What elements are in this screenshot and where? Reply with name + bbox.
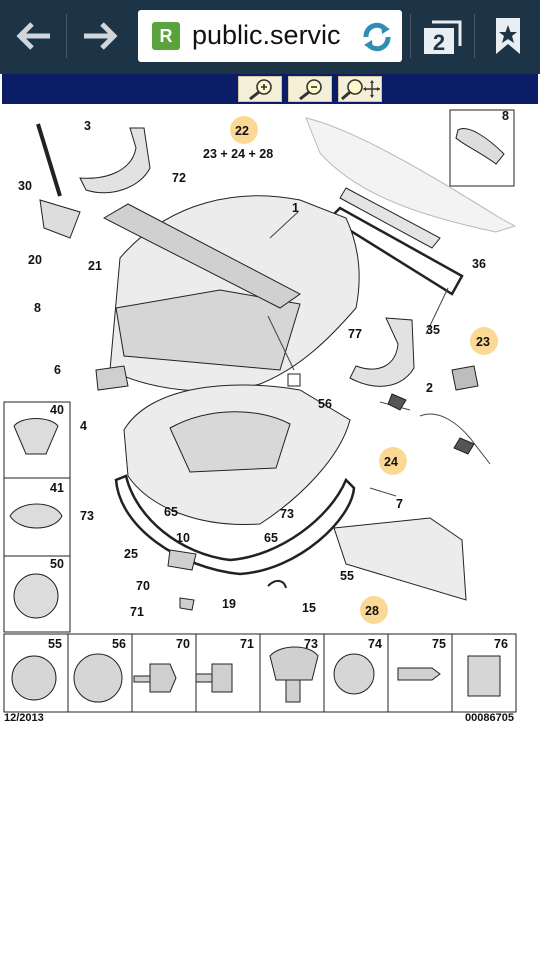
- kit-22-highlight: [230, 116, 258, 144]
- tabs-button[interactable]: 2: [420, 14, 464, 58]
- bottom-part-75: 75: [432, 637, 446, 651]
- diagram-date: 12/2013: [4, 712, 44, 724]
- callout-10: 10: [176, 531, 190, 545]
- reload-icon[interactable]: [358, 18, 396, 56]
- side-part-50: 50: [50, 557, 64, 571]
- bookmark-star-icon: [496, 18, 520, 54]
- spoiler-part: [305, 117, 517, 233]
- callout-4: 4: [80, 419, 87, 433]
- url-bar[interactable]: R public.servic: [138, 10, 402, 62]
- marker-56: [287, 373, 301, 387]
- callout-77: 77: [348, 327, 362, 341]
- side-part-40: 40: [50, 403, 64, 417]
- callout-8: 8: [34, 301, 41, 315]
- bottom-part-55: 55: [48, 637, 62, 651]
- bookmark-button[interactable]: [486, 14, 530, 58]
- callout-71: 71: [130, 605, 144, 619]
- seal-35-part: [328, 206, 464, 296]
- callout-28: 28: [365, 604, 379, 618]
- zoom-out-button[interactable]: [288, 76, 332, 102]
- spoiler-bar-21: [102, 203, 301, 309]
- callout-36: 36: [472, 257, 486, 271]
- callout-24: 24: [384, 455, 398, 469]
- callout-3: 3: [84, 119, 91, 133]
- bracket-36-part: [339, 187, 441, 249]
- back-arrow-icon: [16, 22, 50, 50]
- kit-24-highlight: [379, 447, 407, 475]
- bottom-part-70: 70: [176, 637, 190, 651]
- separator: [66, 14, 67, 58]
- browser-toolbar: R public.servic 2: [0, 0, 540, 74]
- side-part-41: 41: [50, 481, 64, 495]
- callout-2: 2: [426, 381, 433, 395]
- zoom-pan-button[interactable]: [338, 76, 382, 102]
- bottom-part-73: 73: [304, 637, 318, 651]
- callout-1: 1: [292, 201, 299, 215]
- trim-28-part: [333, 517, 467, 601]
- callout-30: 30: [18, 179, 32, 193]
- bottom-part-74: 74: [368, 637, 382, 651]
- url-text[interactable]: public.servic: [192, 20, 341, 50]
- callout-70: 70: [136, 579, 150, 593]
- diagram-ref: 00086705: [465, 712, 514, 724]
- kit-formula: 23 + 24 + 28: [203, 147, 273, 161]
- site-favicon: R: [152, 22, 180, 50]
- callout-56: 56: [318, 397, 332, 411]
- parts-diagram: 22 23 + 24 + 28 3 30 72 1 8 20 21 36 8 3…: [3, 109, 517, 713]
- kit-28-highlight: [360, 596, 388, 624]
- callout-20: 20: [28, 253, 42, 267]
- zoom-in-icon: [249, 79, 272, 100]
- back-button[interactable]: [12, 14, 56, 58]
- forward-button[interactable]: [78, 14, 122, 58]
- callout-25: 25: [124, 547, 138, 561]
- callout-55: 55: [340, 569, 354, 583]
- callout-65b: 65: [264, 531, 278, 545]
- separator: [410, 14, 411, 58]
- kit-23-highlight: [470, 327, 498, 355]
- callout-21: 21: [88, 259, 102, 273]
- callout-73b: 73: [280, 507, 294, 521]
- separator: [474, 14, 475, 58]
- forward-arrow-icon: [84, 22, 118, 50]
- viewer-toolbar: [0, 74, 540, 106]
- bottom-part-71: 71: [240, 637, 254, 651]
- callout-6: 6: [54, 363, 61, 377]
- callout-19: 19: [222, 597, 236, 611]
- callout-15: 15: [302, 601, 316, 615]
- svg-text:2: 2: [433, 30, 445, 55]
- zoom-pan-icon: [341, 79, 380, 100]
- bottom-part-56: 56: [112, 637, 126, 651]
- zoom-in-button[interactable]: [238, 76, 282, 102]
- callout-7: 7: [396, 497, 403, 511]
- callout-35: 35: [426, 323, 440, 337]
- bottom-part-76: 76: [494, 637, 508, 651]
- callout-72: 72: [172, 171, 186, 185]
- callout-73a: 73: [80, 509, 94, 523]
- callout-22: 22: [235, 124, 249, 138]
- tabs-icon: 2: [424, 20, 462, 55]
- zoom-out-icon: [299, 79, 322, 100]
- callout-65a: 65: [164, 505, 178, 519]
- callout-8b: 8: [502, 109, 509, 123]
- callout-23: 23: [476, 335, 490, 349]
